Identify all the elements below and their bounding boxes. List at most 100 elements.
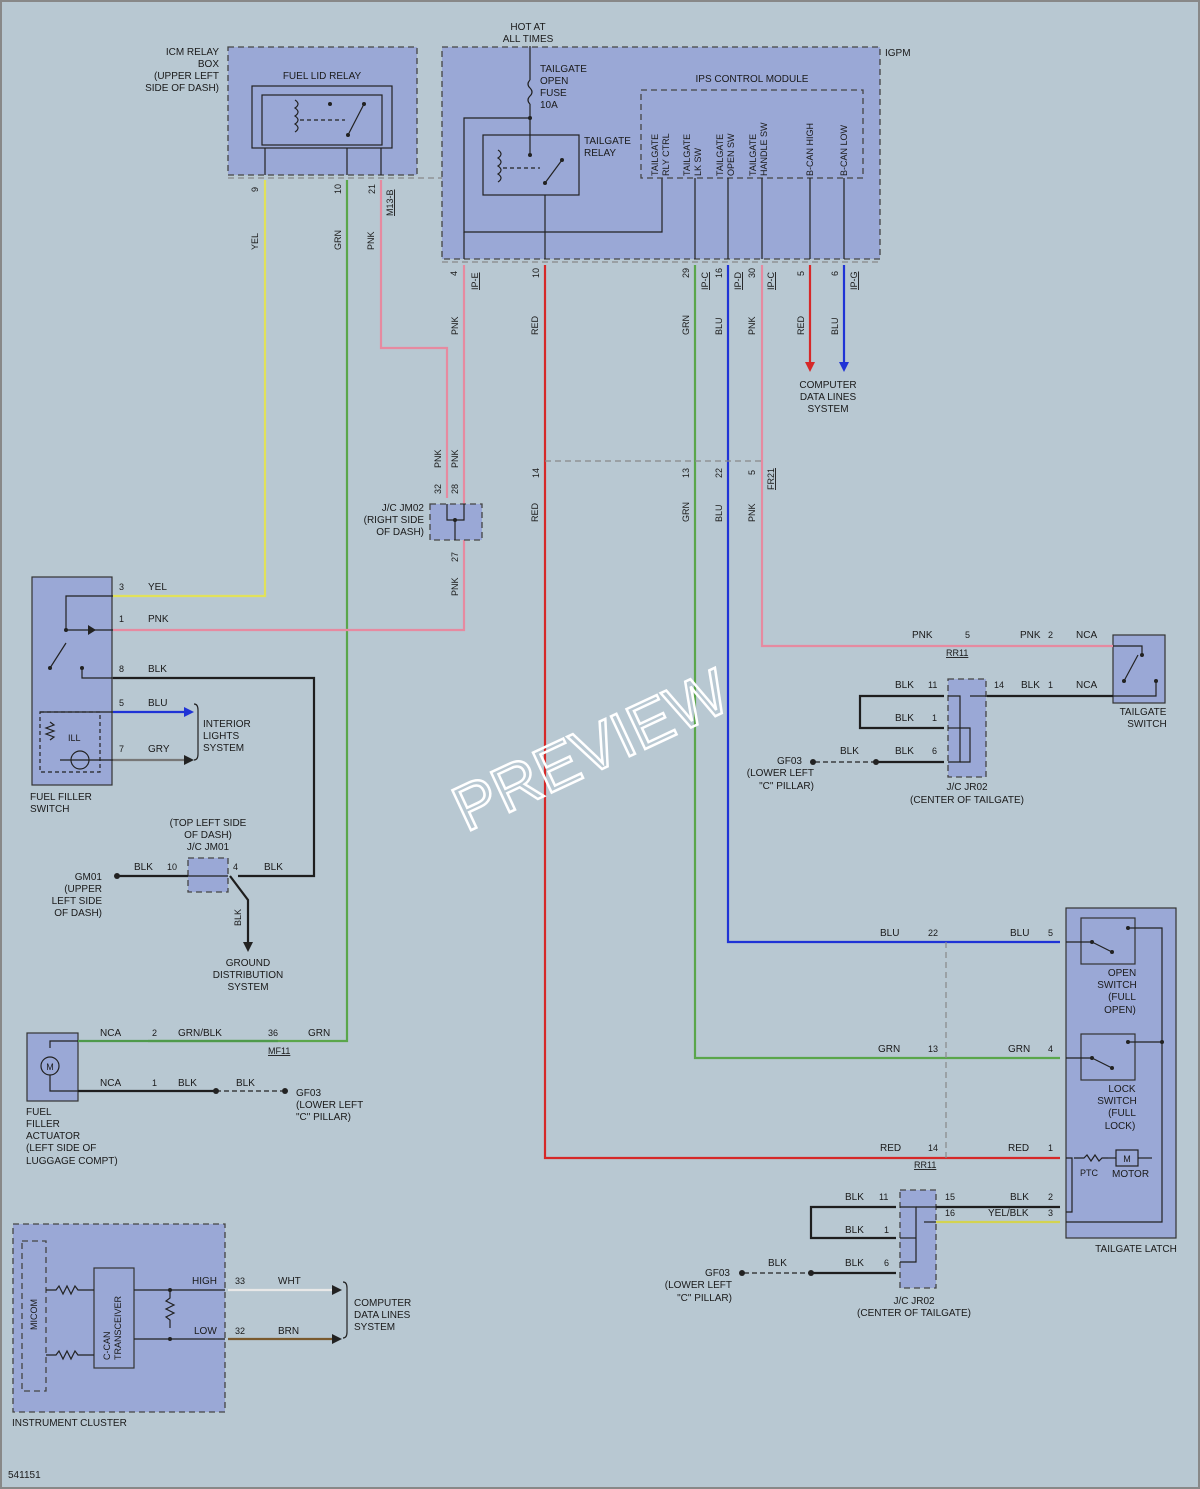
- icm-label-4: SIDE OF DASH): [145, 83, 219, 94]
- latch-rr-14: 14: [928, 1143, 938, 1153]
- fr21-connector: 14 13 22 5 FR21: [531, 460, 776, 490]
- ffs-pin-1: 1: [119, 614, 124, 624]
- ips-module-label: IPS CONTROL MODULE: [696, 74, 809, 85]
- trans-label-2: TRANSCEIVER: [113, 1295, 123, 1360]
- act-grn: GRN: [308, 1028, 330, 1039]
- igpm-pin-29: 29: [681, 268, 691, 278]
- icm-pin-9: 9: [250, 187, 260, 192]
- gm01-label-3: LEFT SIDE: [52, 896, 103, 907]
- tg-pin-14: 14: [994, 680, 1004, 690]
- jm02-pnk-2: PNK: [450, 449, 460, 468]
- pnk-wire-icm: [379, 180, 449, 498]
- jr02l-pin-16: 16: [945, 1208, 955, 1218]
- latch-open-1: OPEN: [1108, 968, 1136, 979]
- latch-lock-2: SWITCH: [1097, 1096, 1136, 1107]
- grn-wire-latch: [693, 265, 1060, 1060]
- act-blk-2: BLK: [236, 1078, 255, 1089]
- red-wire: [543, 265, 1060, 1160]
- icm-relay-box: ICM RELAY BOX (UPPER LEFT SIDE OF DASH) …: [145, 46, 418, 216]
- pnk-wire-igpm: [113, 265, 466, 632]
- latch-rr-22: 22: [928, 928, 938, 938]
- cluster-pin-33: 33: [235, 1276, 245, 1286]
- jm02-label-3: OF DASH): [376, 527, 424, 538]
- fr21-pin-5: 5: [747, 470, 757, 475]
- jr02u-blk-2: BLK: [895, 713, 914, 724]
- jr02l-blk-3: BLK: [845, 1258, 864, 1269]
- cluster-brn: BRN: [278, 1326, 299, 1337]
- fuse-label-2: OPEN: [540, 76, 568, 87]
- actuator-m: M: [46, 1062, 54, 1072]
- igpm-label: IGPM: [885, 48, 911, 59]
- blu-label-bcan: BLU: [830, 317, 840, 335]
- jm02-label-2: (RIGHT SIDE: [364, 515, 425, 526]
- pnk-label-icm: PNK: [366, 231, 376, 250]
- interior-label-3: SYSTEM: [203, 743, 244, 754]
- gf03b-label-1: GF03: [777, 756, 802, 767]
- icm-label-1: ICM RELAY: [166, 47, 219, 58]
- latch-pin-1: 1: [1048, 1143, 1053, 1153]
- input-label-4a: TAILGATE: [748, 134, 758, 176]
- jc-jr02-upper: BLK 11 BLK 1 BLK 6 J/C JR02 (CENTER OF T…: [895, 678, 1024, 806]
- yel-wire: [113, 180, 267, 598]
- input-label-4b: HANDLE SW: [759, 122, 769, 176]
- latch-label: TAILGATE LATCH: [1095, 1244, 1177, 1255]
- fr21-label: FR21: [766, 468, 776, 490]
- yel-label: YEL: [250, 233, 260, 250]
- red-label-mid: RED: [530, 502, 540, 522]
- jr02u-label-1: J/C JR02: [946, 782, 988, 793]
- latch-open-4: OPEN): [1104, 1005, 1136, 1016]
- act-pin-2: 2: [152, 1028, 157, 1038]
- ffs-blu: BLU: [148, 698, 167, 709]
- fr21-pin-13: 13: [681, 468, 691, 478]
- pnk-label-mid: PNK: [747, 503, 757, 522]
- latch-rr-13: 13: [928, 1044, 938, 1054]
- igpm-conn-ipe: IP-E: [470, 272, 480, 290]
- fuse-label-4: 10A: [540, 100, 558, 111]
- jr02l-pin-15: 15: [945, 1192, 955, 1202]
- cdl-bottom-1: COMPUTER: [354, 1298, 411, 1309]
- cdl-bottom-2: DATA LINES: [354, 1310, 411, 1321]
- jr02l-label-2: (CENTER OF TAILGATE): [857, 1308, 971, 1319]
- input-label-6: B-CAN LOW: [839, 124, 849, 176]
- jm02-pnk-3: PNK: [450, 577, 460, 596]
- ffs-pin-8: 8: [119, 664, 124, 674]
- latch-lock-1: LOCK: [1108, 1084, 1136, 1095]
- act-connector: MF11: [268, 1046, 290, 1056]
- ill-label: ILL: [68, 733, 81, 743]
- gf03c-label-1: GF03: [705, 1268, 730, 1279]
- jr02l-pin-6: 6: [884, 1258, 889, 1268]
- cdl-bottom-3: SYSTEM: [354, 1322, 395, 1333]
- pnk-label-igpm: PNK: [450, 316, 460, 335]
- cluster-wht: WHT: [278, 1276, 301, 1287]
- igpm-box: IGPM HOT AT ALL TIMES TAILGATE OPEN FUSE…: [441, 22, 911, 290]
- icm-pin-10: 10: [333, 184, 343, 194]
- red-label-bcan: RED: [796, 315, 806, 335]
- act-blk-1: BLK: [178, 1078, 197, 1089]
- tg-conn-rr11: RR11: [946, 648, 968, 658]
- ground-label-3: SYSTEM: [227, 982, 268, 993]
- grn-label-mid: GRN: [681, 502, 691, 522]
- latch-open-2: SWITCH: [1097, 980, 1136, 991]
- actuator-label-2: FILLER: [26, 1119, 60, 1130]
- ground-label-1: GROUND: [226, 958, 270, 969]
- tg-pnk-1: PNK: [912, 630, 933, 641]
- input-label-1a: TAILGATE: [650, 134, 660, 176]
- input-label-5: B-CAN HIGH: [805, 123, 815, 176]
- igpm-conn-ipc2: IP-C: [766, 271, 776, 290]
- fuel-filler-actuator: M FUEL FILLER ACTUATOR (LEFT SIDE OF LUG…: [26, 1032, 118, 1167]
- jc-jr02-lower: BLK 11 15 16 BLK 1 BLK 6 J/C JR02 (CENTE…: [845, 1189, 971, 1319]
- icm-label-3: (UPPER LEFT: [154, 71, 219, 82]
- jm01-label-3: J/C JM01: [187, 842, 230, 853]
- tg-blk: BLK: [1021, 680, 1040, 691]
- tg-pin-2: 2: [1048, 630, 1053, 640]
- latch-red-2: RED: [1008, 1143, 1029, 1154]
- act-grnblk: GRN/BLK: [178, 1028, 222, 1039]
- icm-connector: M13-B: [385, 189, 395, 216]
- latch-grn-1: GRN: [878, 1044, 900, 1055]
- jm01-label-2: OF DASH): [184, 830, 232, 841]
- tg-nca-1: NCA: [1076, 630, 1097, 641]
- jr02u-pin-11: 11: [928, 680, 937, 690]
- pnk-label-top: PNK: [747, 316, 757, 335]
- tg-pnk-2: PNK: [1020, 630, 1041, 641]
